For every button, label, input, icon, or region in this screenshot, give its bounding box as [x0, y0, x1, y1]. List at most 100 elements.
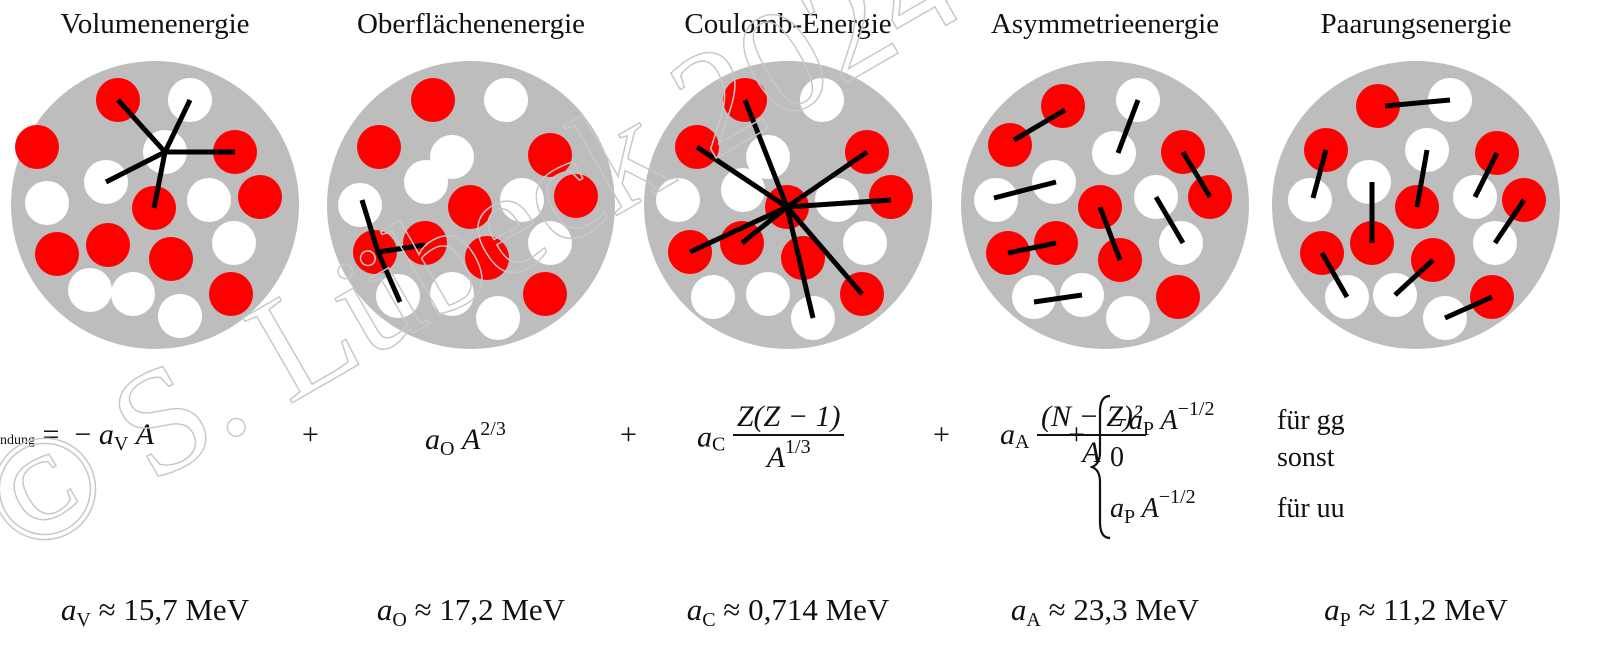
aV-symbol: a: [98, 418, 114, 451]
coulomb-denominator: A: [766, 441, 786, 474]
constant-value: ≈ 11,2 MeV: [1358, 592, 1508, 627]
case-exp: −1/2: [1158, 486, 1196, 508]
proton: [86, 223, 130, 267]
title-pairing: Paarungsenergie: [1320, 8, 1512, 40]
aA-subscript: A: [1015, 430, 1030, 453]
case-cond: für gg: [1277, 405, 1345, 436]
aC-symbol: a: [697, 420, 712, 454]
interaction-bond: [1472, 151, 1500, 199]
nucleus-2: [327, 61, 615, 349]
constant-value: ≈ 23,3 MeV: [1048, 592, 1200, 627]
constant-subscript: C: [702, 609, 716, 631]
interaction-bond: [162, 98, 193, 154]
proton: [209, 272, 253, 316]
interaction-bond: [785, 205, 864, 296]
interaction-bond: [116, 98, 167, 154]
interaction-bond: [1153, 195, 1186, 245]
constant-symbol: a: [60, 592, 77, 627]
neutron: [1347, 160, 1391, 204]
interaction-bond: [1414, 149, 1430, 208]
case-exp: −1/2: [1177, 398, 1215, 420]
constant-value: ≈ 15,7 MeV: [98, 592, 250, 627]
proton: [357, 125, 401, 169]
plus-2: +: [620, 418, 637, 451]
case-tail: A: [1135, 493, 1159, 524]
title-surface: Oberflächenenergie: [356, 8, 586, 40]
equals-sign: =: [42, 418, 60, 451]
constant-aA: aA ≈ 23,3 MeV: [1011, 592, 1199, 632]
interaction-bond: [375, 250, 403, 304]
asymmetry-denominator: A: [1082, 436, 1101, 469]
interaction-bond: [1319, 251, 1350, 299]
exponent-one-third: 1/3: [785, 436, 811, 458]
coulomb-fraction: Z(Z − 1) A1/3: [732, 400, 845, 475]
exponent-two-thirds: 2/3: [480, 418, 506, 440]
constant-subscript: V: [76, 609, 91, 631]
minus-sign: −: [74, 418, 92, 451]
constant-value: ≈ 17,2 MeV: [414, 592, 566, 627]
nucleus-1: [11, 61, 299, 349]
plus-1: +: [302, 418, 319, 451]
constant-aC: aC ≈ 0,714 MeV: [687, 592, 890, 632]
neutron: [212, 221, 256, 265]
case-tail: A: [1154, 405, 1178, 436]
proton: [448, 185, 492, 229]
pairing-case-gg: −aP A−1/2 für gg: [1110, 398, 1345, 442]
neutron: [484, 78, 528, 122]
interaction-bond: [1492, 198, 1527, 245]
interaction-bond: [740, 205, 789, 245]
left-brace: [1090, 394, 1111, 540]
asymmetry-fraction: (N − Z)² A: [1036, 400, 1146, 470]
coulomb-numerator: Z(Z − 1): [732, 400, 845, 436]
constant-aO: aO ≈ 17,2 MeV: [377, 592, 565, 632]
neutron: [430, 272, 474, 316]
neutron: [338, 183, 382, 227]
coulomb-term: aC Z(Z − 1) A1/3: [697, 400, 845, 475]
asymmetry-numerator: (N − Z)²: [1036, 400, 1146, 436]
proton: [554, 174, 598, 218]
nucleus-5: [1272, 61, 1560, 349]
interaction-bond: [1012, 107, 1067, 143]
interaction-bond: [785, 149, 869, 210]
constant-value: ≈ 0,714 MeV: [723, 592, 890, 627]
constant-symbol: a: [686, 592, 703, 627]
proton: [411, 78, 455, 122]
interaction-bond: [104, 149, 167, 185]
proton: [869, 175, 913, 219]
neutron: [187, 178, 231, 222]
proton: [238, 175, 282, 219]
neutron: [528, 221, 572, 265]
case-cond: für uu: [1277, 493, 1345, 524]
interaction-bond: [1007, 240, 1057, 256]
interaction-bond: [742, 99, 790, 208]
interaction-bond: [1393, 258, 1435, 297]
neutron: [1012, 275, 1056, 319]
proton: [353, 230, 397, 274]
formula-lhs: ndung = − aV A: [0, 418, 154, 456]
interaction-bond: [1443, 294, 1494, 321]
neutron: [691, 275, 735, 319]
aO-symbol: a: [425, 423, 440, 456]
interaction-bond: [359, 199, 381, 253]
aV-subscript: V: [113, 433, 129, 455]
aC-subscript: C: [712, 433, 726, 456]
constant-subscript: O: [392, 609, 407, 631]
neutron: [1106, 296, 1150, 340]
interaction-bond: [786, 197, 892, 210]
plus-4: +: [1068, 418, 1085, 451]
proton: [465, 236, 509, 280]
interaction-bond: [688, 204, 789, 255]
neutron: [843, 221, 887, 265]
proton: [149, 237, 193, 281]
constant-subscript: P: [1339, 609, 1351, 631]
neutron: [500, 178, 544, 222]
A-symbol: A: [135, 418, 155, 451]
plus-3: +: [933, 418, 950, 451]
pairing-cases: −aP A−1/2 für gg 0 sonst aP A−1/2 für uu: [1110, 398, 1345, 530]
proton: [1156, 275, 1200, 319]
nucleus-3: [644, 61, 932, 349]
pairing-case-uu: aP A−1/2 für uu: [1110, 486, 1345, 530]
interaction-bond: [1097, 206, 1123, 261]
neutron: [68, 268, 112, 312]
